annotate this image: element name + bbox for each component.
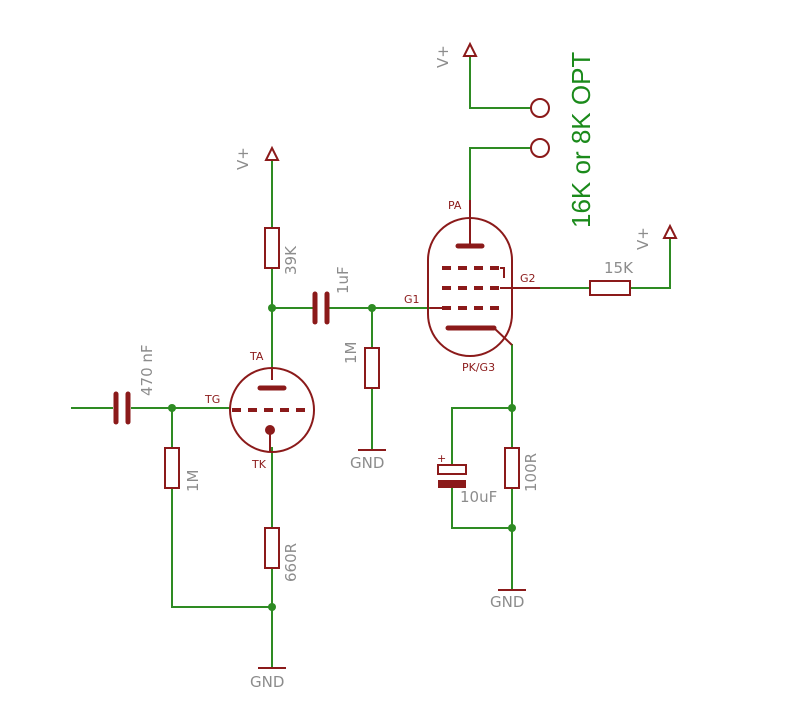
- supply-vplus-opt: V+: [434, 41, 478, 68]
- supply-vplus-screen: V+: [634, 223, 678, 250]
- label-vplus-opt: V+: [434, 45, 452, 68]
- capacitor-input: 470 nF: [113, 344, 156, 425]
- pentode-tube: PA G1 G2 PK/G3: [404, 199, 540, 374]
- label-r-plate1: 39K: [282, 245, 300, 275]
- capacitor-bypass: + 10uF: [437, 452, 497, 506]
- pin-pentode-cathode: PK/G3: [462, 361, 495, 374]
- junction-input-grid: [168, 404, 176, 412]
- wire-opt-to-anode: [469, 147, 531, 201]
- resistor-screen: 15K: [589, 259, 634, 296]
- pin-pentode-g2: G2: [520, 272, 536, 285]
- ground-pentode: GND: [490, 589, 526, 611]
- label-gnd-grid2: GND: [350, 454, 384, 472]
- capacitor-bypass-positive-plate: [437, 464, 467, 475]
- opt-terminal-bottom: [530, 138, 550, 158]
- supply-arrow-triode: [264, 145, 280, 161]
- supply-arrow-opt: [462, 41, 478, 57]
- resistor-cathode2-body: [504, 447, 520, 489]
- label-c-bypass: 10uF: [460, 488, 497, 506]
- junction-anode1: [268, 304, 276, 312]
- capacitor-coupling: 1uF: [312, 266, 352, 325]
- label-r-cathode1: 660R: [282, 543, 300, 582]
- opt-terminal-top: [530, 98, 550, 118]
- resistor-grid2-body: [364, 347, 380, 389]
- label-c-input: 470 nF: [138, 344, 156, 396]
- pin-triode-anode: TA: [249, 350, 264, 363]
- label-r-screen: 15K: [604, 259, 634, 277]
- resistor-grid1-body: [164, 447, 180, 489]
- supply-vplus-triode: V+: [234, 145, 280, 170]
- resistor-plate1-body: [264, 227, 280, 269]
- label-opt: 16K or 8K OPT: [566, 52, 596, 228]
- ground-symbols: GND GND GND: [250, 449, 526, 691]
- label-r-grid2: 1M: [342, 342, 360, 365]
- triode-tube: TA TG TK: [204, 350, 315, 471]
- resistor-grid1: 1M: [164, 447, 202, 493]
- opt-terminals: 16K or 8K OPT: [530, 52, 596, 228]
- pentode-cathode-lead: [493, 327, 513, 346]
- junction-cathode2-bottom: [508, 524, 516, 532]
- junction-g1: [368, 304, 376, 312]
- wire-bypass-top: [451, 407, 513, 466]
- resistor-grid2: 1M: [342, 342, 380, 389]
- pin-triode-cathode: TK: [251, 458, 267, 471]
- resistor-cathode1-body: [264, 527, 280, 569]
- junctions: [168, 304, 516, 611]
- junction-ground1: [268, 603, 276, 611]
- wires: [71, 55, 671, 669]
- wire-g2-screen: [539, 237, 671, 289]
- pin-triode-grid: TG: [204, 393, 220, 406]
- resistor-screen-body: [589, 280, 631, 296]
- label-vplus-screen: V+: [634, 227, 652, 250]
- wire-grid-leak: [171, 407, 273, 608]
- junction-cathode2-top: [508, 404, 516, 412]
- label-r-cathode2: 100R: [522, 453, 540, 492]
- wire-bypass-bottom: [451, 487, 513, 529]
- supply-symbols: V+ V+ V+: [234, 41, 678, 250]
- pin-pentode-anode: PA: [448, 199, 462, 212]
- label-c-coupling: 1uF: [334, 266, 352, 294]
- pentode-g3-link: [500, 267, 505, 278]
- ground-grid2: GND: [350, 449, 386, 472]
- label-gnd-pentode: GND: [490, 593, 524, 611]
- label-gnd-triode: GND: [250, 673, 284, 691]
- supply-arrow-screen: [662, 223, 678, 239]
- resistor-cathode1: 660R: [264, 527, 300, 582]
- pin-pentode-g1: G1: [404, 293, 420, 306]
- label-r-grid1: 1M: [184, 470, 202, 493]
- resistor-cathode2: 100R: [504, 447, 540, 492]
- wire-vplus-opt: [469, 55, 531, 109]
- capacitor-bypass-negative-plate: [438, 480, 466, 488]
- resistor-plate1: 39K: [264, 227, 300, 275]
- ground-triode: GND: [250, 667, 286, 691]
- label-cap-polarity: +: [437, 452, 446, 465]
- label-vplus-triode: V+: [234, 147, 252, 170]
